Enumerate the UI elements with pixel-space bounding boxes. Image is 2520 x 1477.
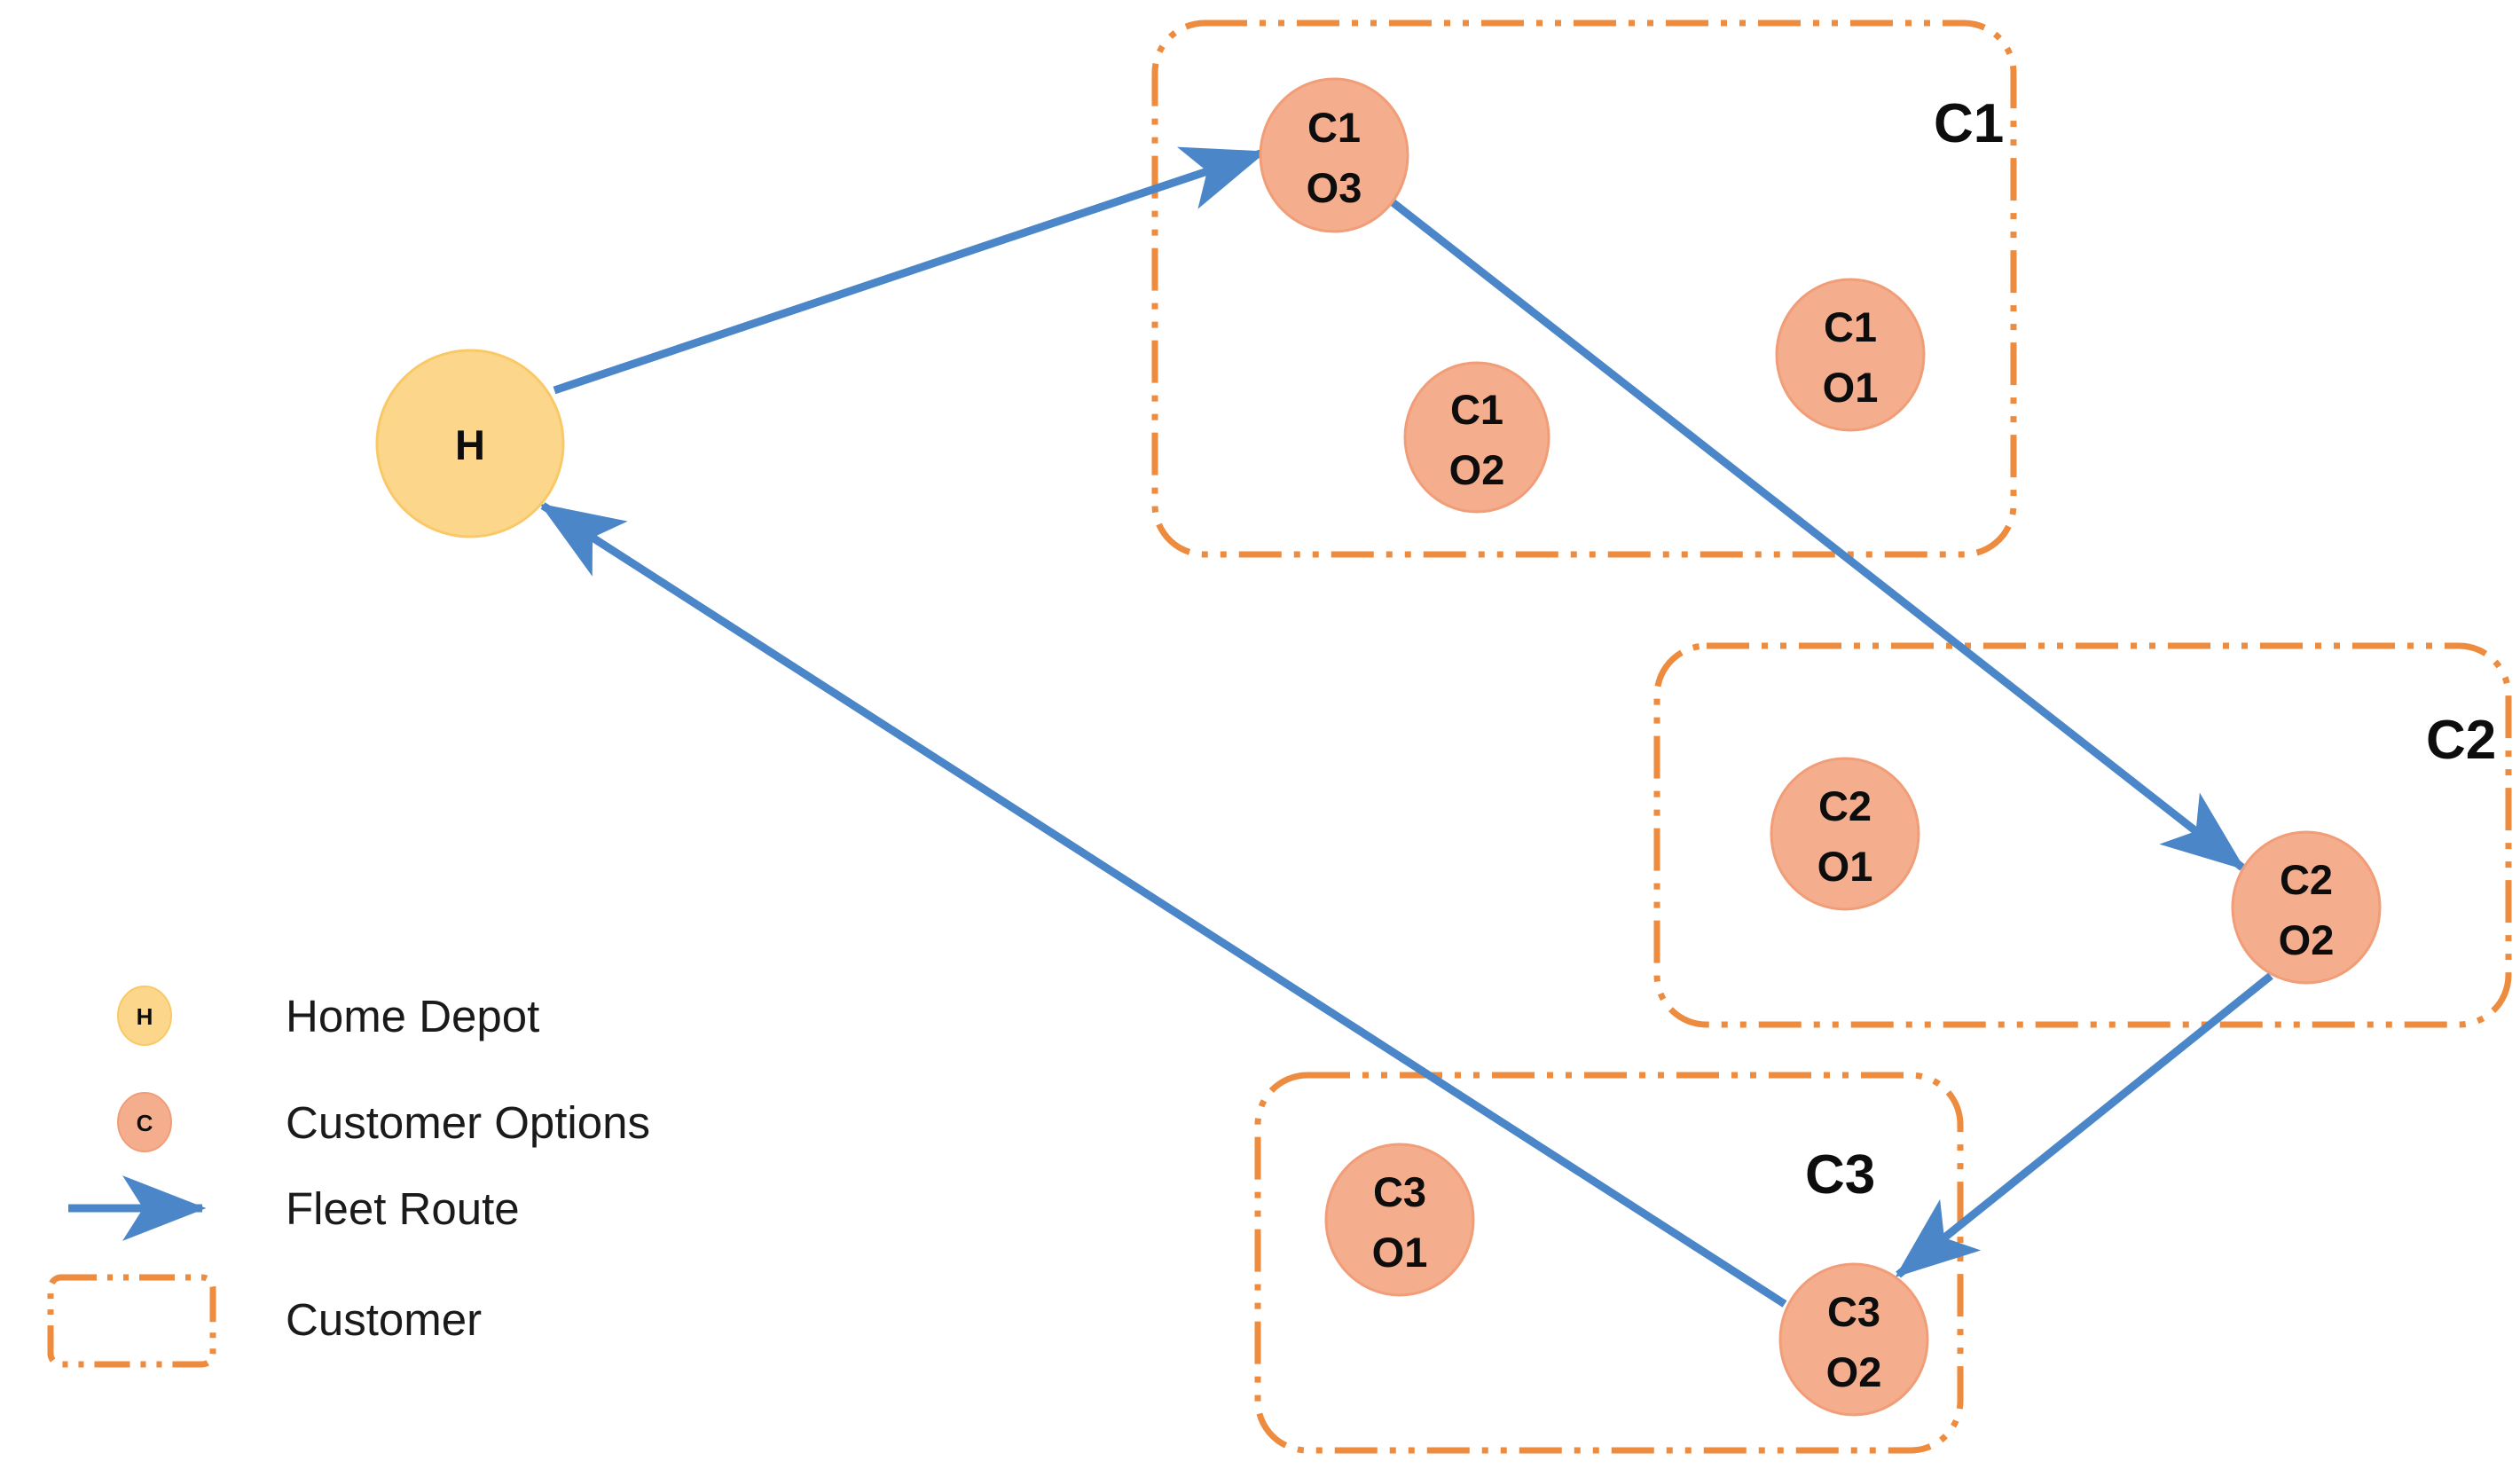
legend-label-customer-options: Customer Options <box>286 1097 650 1148</box>
option-ellipse-icon <box>1259 77 1409 233</box>
node-home-depot[interactable]: H <box>375 349 565 538</box>
dashed-box-icon <box>47 1274 216 1368</box>
option-circle-icon <box>117 1092 172 1152</box>
cluster-box-c1 <box>1151 20 2017 558</box>
legend-label-home-depot: Home Depot <box>286 991 539 1041</box>
route-segment-c2o2-to-c3o2[interactable] <box>1895 972 2273 1278</box>
node-c2-o1[interactable]: C2 O1 <box>1770 757 1920 911</box>
node-c3-o2[interactable]: C3 O2 <box>1778 1262 1929 1417</box>
node-label-line1: C3 <box>1373 1168 1426 1215</box>
legend-item-fleet-route: Fleet Route <box>68 1175 520 1241</box>
depot-label: H <box>455 421 485 468</box>
node-label-line2: O2 <box>1449 446 1505 493</box>
cluster-label-c1: C1 <box>1934 93 2004 154</box>
node-c3-o1[interactable]: C3 O1 <box>1324 1143 1475 1297</box>
option-ellipse-icon <box>1778 1262 1929 1417</box>
legend: H Home Depot C Customer Options Fleet Ro… <box>47 986 650 1368</box>
cluster-box-c2 <box>1653 642 2512 1028</box>
route-segment-c3o2-to-h[interactable] <box>539 502 1787 1308</box>
node-c1-o2[interactable]: C1 O2 <box>1403 361 1550 514</box>
cluster-label-c3: C3 <box>1805 1144 1875 1206</box>
node-label-line1: C2 <box>2280 856 2333 903</box>
option-ellipse-icon <box>1324 1143 1475 1297</box>
cluster-group-c3: C3 <box>1254 1072 1964 1454</box>
legend-glyph-label-h: H <box>137 1003 153 1030</box>
node-c2-o2[interactable]: C2 O2 <box>2231 830 2382 985</box>
legend-item-home-depot: H Home Depot <box>117 986 539 1046</box>
node-label-line2: O2 <box>1826 1348 1882 1395</box>
cluster-box-c3 <box>1254 1072 1964 1454</box>
node-label-line2: O3 <box>1307 164 1362 211</box>
node-label-line1: C3 <box>1827 1288 1880 1335</box>
fleet-route-group <box>539 146 2273 1308</box>
node-label-line1: C1 <box>1450 386 1503 433</box>
option-ellipse-icon <box>1403 361 1550 514</box>
node-c1-o1[interactable]: C1 O1 <box>1775 278 1926 432</box>
node-label-line2: O2 <box>2279 916 2335 963</box>
cluster-label-c2: C2 <box>2426 710 2496 771</box>
node-label-line2: O1 <box>1372 1229 1428 1276</box>
node-label-line2: O1 <box>1817 843 1873 890</box>
route-segment-h-to-c1o3[interactable] <box>553 146 1268 395</box>
depot-circle-icon <box>117 986 172 1046</box>
route-segment-c1o3-to-c2o2[interactable] <box>1390 199 2246 871</box>
legend-item-customer-options: C Customer Options <box>117 1092 650 1152</box>
node-label-line1: C2 <box>1818 782 1872 829</box>
legend-label-customer: Customer <box>286 1294 482 1345</box>
cluster-group-c2: C2 <box>1653 642 2512 1028</box>
node-label-line1: C1 <box>1824 303 1877 350</box>
node-label-line2: O1 <box>1823 364 1879 411</box>
option-ellipse-icon <box>1775 278 1926 432</box>
legend-label-fleet-route: Fleet Route <box>286 1183 520 1234</box>
legend-item-customer: Customer <box>47 1274 482 1368</box>
option-ellipse-icon <box>1770 757 1920 911</box>
legend-glyph-label-c: C <box>137 1110 153 1136</box>
node-label-line1: C1 <box>1307 104 1361 151</box>
cluster-group-c1: C1 <box>1151 20 2017 558</box>
node-c1-o3[interactable]: C1 O3 <box>1259 77 1409 233</box>
option-ellipse-icon <box>2231 830 2382 985</box>
depot-circle-icon <box>375 349 565 538</box>
